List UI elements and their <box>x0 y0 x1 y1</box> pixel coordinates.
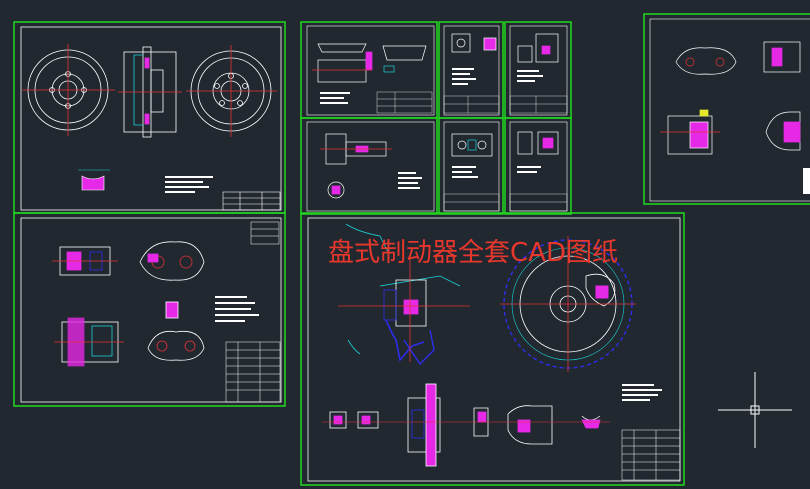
assembly-parts-list <box>621 429 681 481</box>
assembly-detail-parts <box>322 383 610 467</box>
disc-rear-view <box>186 45 277 137</box>
part-2-title-block <box>443 95 500 114</box>
pad-notes <box>320 92 350 104</box>
caliper-view-d <box>147 301 205 361</box>
caliper-parts-list <box>225 221 281 403</box>
sheet-main-assembly[interactable] <box>300 212 685 486</box>
part-2-views <box>451 33 497 53</box>
sheet-part-6[interactable] <box>504 117 572 215</box>
sheet-caliper-right[interactable] <box>643 13 810 205</box>
part-6-notes <box>517 166 541 173</box>
sheet-disc-rotor[interactable] <box>13 21 286 214</box>
caliper-view-b <box>139 241 205 281</box>
crosshair-cursor-icon[interactable] <box>718 372 792 448</box>
disc-front-view <box>22 44 115 136</box>
part-2-notes <box>452 68 476 85</box>
caliper-notes <box>215 296 259 322</box>
piston-notes <box>398 172 422 189</box>
disc-section-view <box>118 46 182 138</box>
disc-title-block <box>222 191 281 211</box>
part-6-views <box>517 131 559 155</box>
pad-views <box>312 43 427 83</box>
sheet-caliper-assembly[interactable] <box>13 212 286 407</box>
piston-views <box>320 133 392 199</box>
sheet-part-5[interactable] <box>438 117 504 215</box>
disc-notes <box>165 176 213 193</box>
part-3-title-block <box>509 95 568 114</box>
sheet-part-3[interactable] <box>504 21 572 119</box>
assembly-notes <box>622 384 662 401</box>
part-5-views <box>451 133 493 157</box>
disc-detail-view <box>78 169 110 191</box>
part-3-notes <box>517 70 543 82</box>
pad-title-block <box>376 91 433 114</box>
part-5-title-block <box>443 193 500 212</box>
disc-assembly-front-view <box>500 236 636 372</box>
caliper-view-a <box>52 246 118 276</box>
right-title-block <box>803 168 810 194</box>
sheet-part-2[interactable] <box>438 21 504 119</box>
part-6-title-block <box>509 193 568 212</box>
part-3-views <box>517 33 559 63</box>
hub-section-view <box>338 223 470 366</box>
right-caliper-views <box>660 41 801 155</box>
sheet-pad-1[interactable] <box>300 21 438 119</box>
part-5-notes <box>452 166 478 178</box>
sheet-piston[interactable] <box>300 117 438 215</box>
caliper-view-c <box>54 317 124 367</box>
